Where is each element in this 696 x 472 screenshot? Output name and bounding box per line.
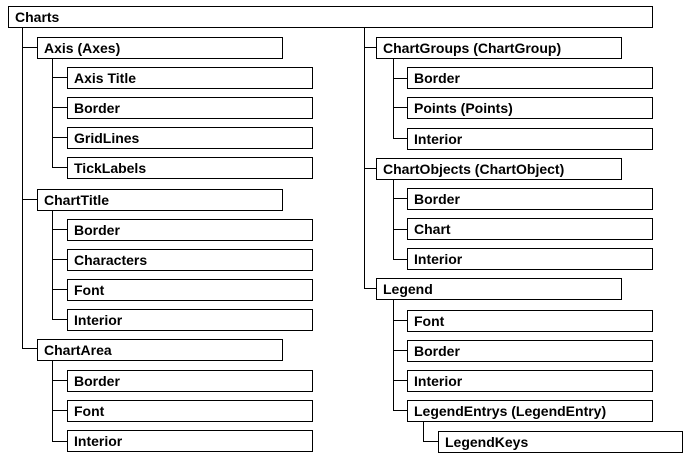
node-chart-groups-points: Points (Points) bbox=[407, 97, 653, 119]
node-chart-groups-interior: Interior bbox=[407, 128, 653, 150]
node-chart-area-interior: Interior bbox=[67, 430, 313, 452]
node-axis: Axis (Axes) bbox=[37, 37, 283, 59]
node-legend-entrys: LegendEntrys (LegendEntry) bbox=[407, 400, 653, 422]
node-axis-border: Border bbox=[67, 97, 313, 119]
node-chart-area-border: Border bbox=[67, 370, 313, 392]
node-chart-objects-border: Border bbox=[407, 188, 653, 210]
node-chart-title: ChartTitle bbox=[37, 189, 283, 211]
node-legend: Legend bbox=[376, 278, 622, 300]
node-chart-objects-chart: Chart bbox=[407, 218, 653, 240]
node-chart-objects-interior: Interior bbox=[407, 248, 653, 270]
node-chart-area: ChartArea bbox=[37, 339, 283, 361]
node-legend-font: Font bbox=[407, 310, 653, 332]
node-chart-groups: ChartGroups (ChartGroup) bbox=[376, 37, 622, 59]
node-axis-title: Axis Title bbox=[67, 67, 313, 89]
node-axis-gridlines: GridLines bbox=[67, 127, 313, 149]
node-legend-keys: LegendKeys bbox=[438, 431, 683, 453]
node-legend-interior: Interior bbox=[407, 370, 653, 392]
node-chart-title-characters: Characters bbox=[67, 249, 313, 271]
node-chart-title-font: Font bbox=[67, 279, 313, 301]
node-chart-objects: ChartObjects (ChartObject) bbox=[376, 158, 622, 180]
node-legend-border: Border bbox=[407, 340, 653, 362]
node-charts: Charts bbox=[8, 6, 653, 28]
node-chart-title-border: Border bbox=[67, 219, 313, 241]
node-chart-title-interior: Interior bbox=[67, 309, 313, 331]
node-chart-groups-border: Border bbox=[407, 67, 653, 89]
node-axis-ticklabels: TickLabels bbox=[67, 157, 313, 179]
node-chart-area-font: Font bbox=[67, 400, 313, 422]
